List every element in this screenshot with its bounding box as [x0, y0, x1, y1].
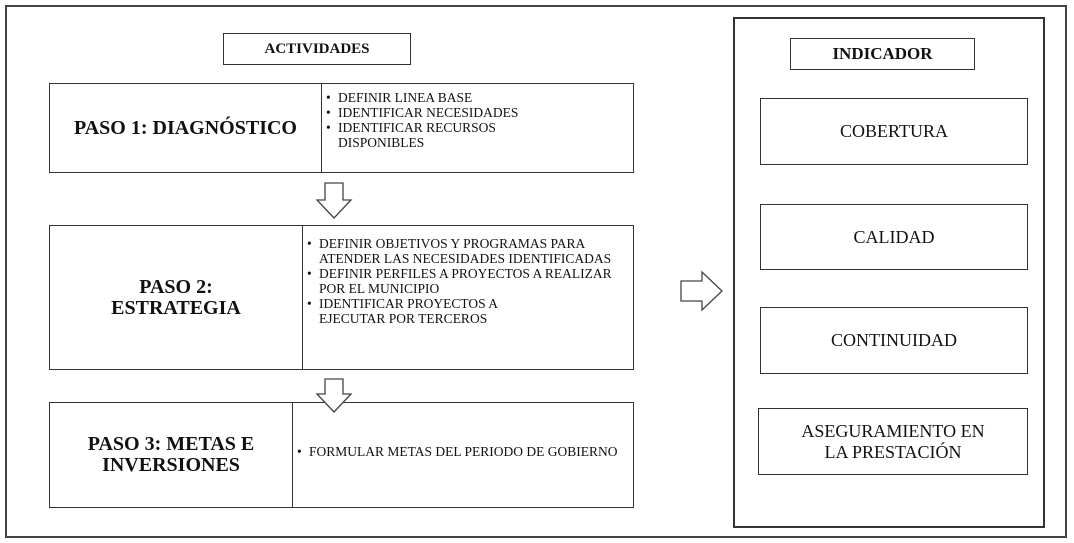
step-2-label: PASO 2: ESTRATEGIA [50, 226, 303, 369]
step-1-item: DEFINIR LINEA BASE [326, 90, 627, 105]
step-2-item: IDENTIFICAR PROYECTOS A EJECUTAR POR TER… [307, 296, 539, 326]
down-arrow-icon [315, 378, 353, 413]
indicator-item: CALIDAD [760, 204, 1028, 270]
down-arrow-icon [315, 182, 353, 219]
indicator-item: ASEGURAMIENTO EN LA PRESTACIÓN [758, 408, 1028, 475]
step-1-item: IDENTIFICAR NECESIDADES [326, 105, 627, 120]
indicator-item: CONTINUIDAD [760, 307, 1028, 374]
step-3: PASO 3: METAS E INVERSIONES FORMULAR MET… [49, 402, 634, 508]
indicator-title: INDICADOR [790, 38, 975, 70]
step-1: PASO 1: DIAGNÓSTICO DEFINIR LINEA BASE I… [49, 83, 634, 173]
indicator-item: COBERTURA [760, 98, 1028, 165]
right-arrow-icon [680, 270, 723, 312]
step-3-label: PASO 3: METAS E INVERSIONES [50, 403, 293, 507]
activities-title: ACTIVIDADES [223, 33, 411, 65]
step-1-item: IDENTIFICAR RECURSOS DISPONIBLES [326, 120, 568, 150]
step-2-item: DEFINIR OBJETIVOS Y PROGRAMAS PARA ATEND… [307, 236, 627, 266]
step-2: PASO 2: ESTRATEGIA DEFINIR OBJETIVOS Y P… [49, 225, 634, 370]
step-1-label: PASO 1: DIAGNÓSTICO [50, 84, 322, 172]
step-2-item: DEFINIR PERFILES A PROYECTOS A REALIZAR … [307, 266, 627, 296]
step-3-item: FORMULAR METAS DEL PERIODO DE GOBIERNO [297, 444, 627, 459]
